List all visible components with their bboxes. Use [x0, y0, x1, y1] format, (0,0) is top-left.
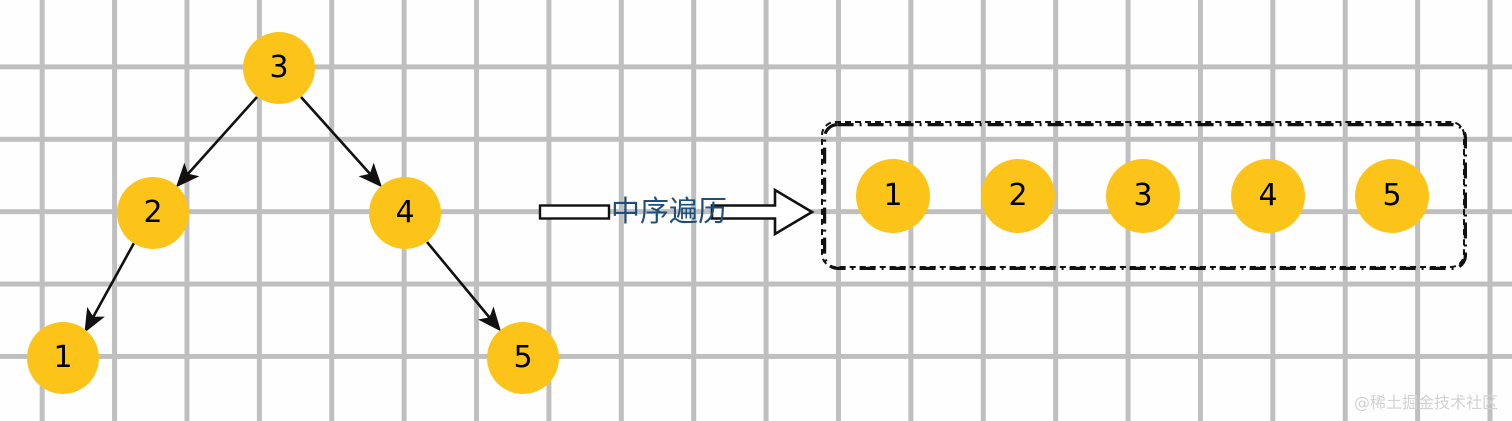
watermark-text: @稀土掘金技术社区 — [1353, 393, 1498, 412]
tree-node-1-label: 1 — [53, 340, 73, 375]
tree-node-2[interactable]: 2 — [117, 177, 189, 249]
tree-edge-3-4 — [300, 96, 383, 188]
tree-edge-2-1 — [84, 242, 136, 333]
tree-node-5-label: 5 — [513, 340, 533, 375]
result-item-5[interactable]: 5 — [1355, 159, 1429, 233]
tree-node-4-label: 4 — [395, 195, 415, 230]
transform-arrow-head — [710, 187, 815, 237]
inorder-traversal-label: 中序遍历 — [611, 194, 728, 228]
result-item-2-label: 2 — [1008, 178, 1028, 213]
result-item-4[interactable]: 4 — [1231, 159, 1305, 233]
result-item-3-label: 3 — [1133, 178, 1153, 213]
result-item-3[interactable]: 3 — [1106, 159, 1180, 233]
result-panel-border — [823, 123, 1467, 270]
tree-node-2-label: 2 — [143, 195, 163, 230]
tree-edge-3-2 — [175, 96, 258, 188]
transform-arrow-bar — [538, 204, 611, 220]
tree-node-3-label: 3 — [269, 50, 289, 85]
tree-node-5[interactable]: 5 — [487, 322, 559, 394]
result-item-2[interactable]: 2 — [981, 159, 1055, 233]
result-item-1[interactable]: 1 — [856, 159, 930, 233]
tree-node-3[interactable]: 3 — [243, 32, 315, 104]
tree-node-1[interactable]: 1 — [27, 322, 99, 394]
tree-node-4[interactable]: 4 — [369, 177, 441, 249]
inorder-result-panel — [821, 121, 1467, 270]
tree-edge-4-5 — [425, 241, 501, 332]
result-item-4-label: 4 — [1258, 178, 1278, 213]
result-item-5-label: 5 — [1382, 178, 1402, 213]
result-item-1-label: 1 — [883, 178, 903, 213]
